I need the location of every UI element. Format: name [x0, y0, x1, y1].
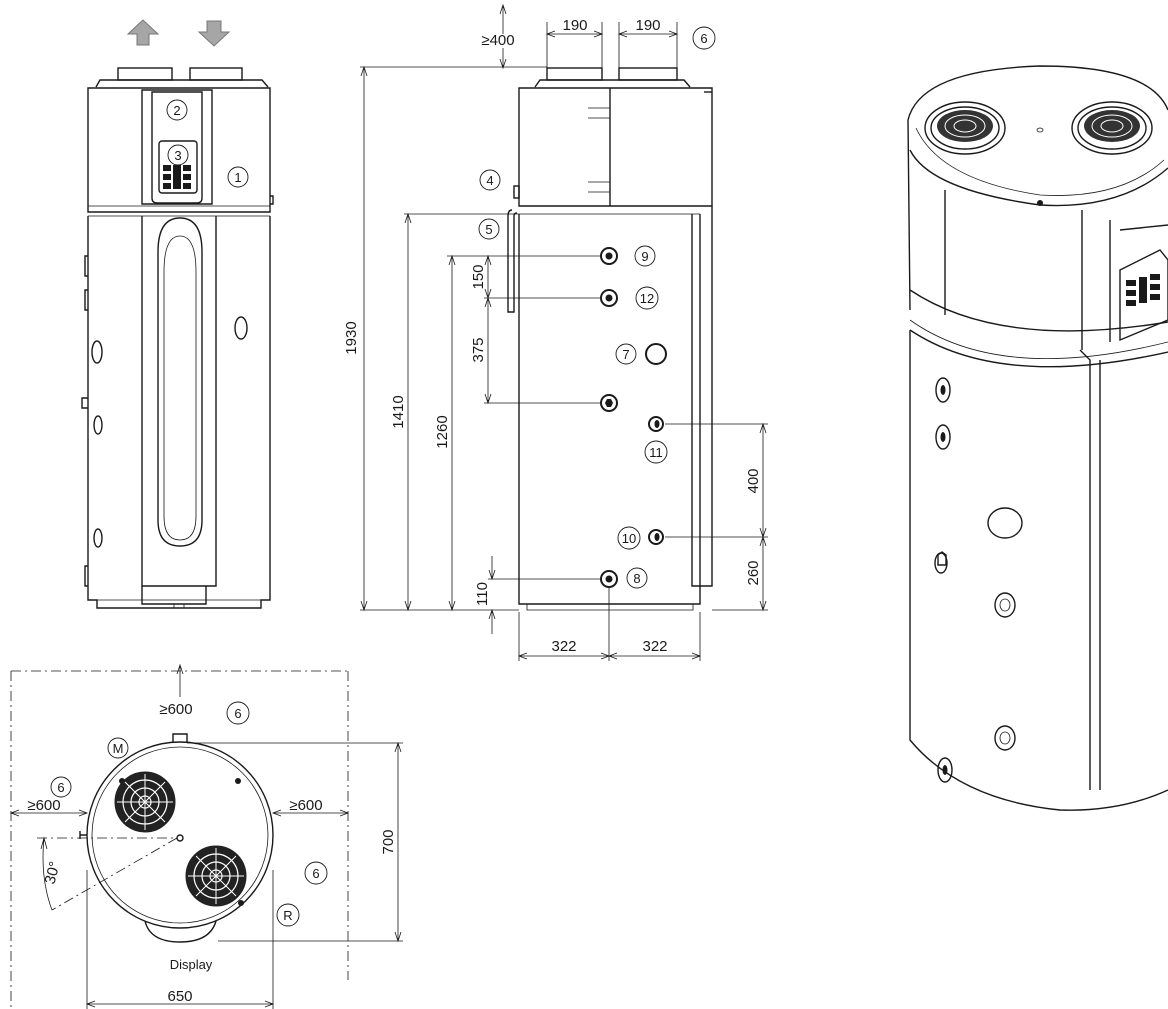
svg-text:2: 2 [173, 103, 180, 118]
svg-text:8: 8 [633, 571, 640, 586]
air-outlet-arrow-icon [126, 19, 160, 46]
air-inlet-arrow-icon [197, 20, 231, 47]
plan-fan-right [185, 845, 247, 907]
dim-322-right: 322 [642, 638, 667, 655]
callout-6-plan-top: 6 [226, 701, 250, 725]
iso-fan-left [924, 101, 1006, 155]
dim-right-clearance: ≥600 [289, 797, 322, 814]
svg-text:11: 11 [649, 445, 663, 460]
callout-5: 5 [478, 218, 500, 240]
plan-labels: ≥600 ≥600 ≥600 700 650 30° Display [27, 701, 397, 1005]
svg-text:M: M [113, 741, 124, 756]
callout-1: 1 [227, 166, 249, 188]
isometric-view [907, 65, 1168, 811]
svg-text:12: 12 [640, 291, 654, 306]
callout-7: 7 [615, 343, 637, 365]
fitting-10 [648, 529, 664, 545]
fitting-8 [600, 570, 618, 588]
front-view [81, 19, 274, 609]
svg-text:7: 7 [622, 347, 629, 362]
fitting-11 [648, 416, 664, 432]
dimension-labels-side: ≥400 190 190 1930 1410 1260 150 375 400 … [343, 17, 762, 655]
svg-text:1: 1 [234, 170, 241, 185]
dim-1260: 1260 [434, 415, 451, 448]
dim-650: 650 [167, 988, 192, 1005]
callout-3: 3 [167, 144, 189, 166]
svg-text:6: 6 [234, 706, 241, 721]
svg-text:6: 6 [312, 866, 319, 881]
svg-text:4: 4 [486, 173, 493, 188]
side-dimensions [360, 3, 768, 661]
dim-150: 150 [470, 264, 487, 289]
callout-6-plan-left: 6 [50, 776, 72, 798]
dim-260: 260 [745, 560, 762, 585]
dim-190-right: 190 [635, 17, 660, 34]
display-label: Display [170, 957, 213, 972]
callout-2: 2 [166, 99, 188, 121]
callout-12: 12 [635, 286, 659, 310]
svg-text:9: 9 [641, 249, 648, 264]
callout-R: R [276, 903, 300, 927]
plan-fan-left [114, 771, 176, 833]
fitting-9 [600, 247, 618, 265]
dim-1930: 1930 [343, 321, 360, 354]
callout-6-top: 6 [692, 26, 716, 50]
dim-322-left: 322 [551, 638, 576, 655]
dim-700: 700 [380, 829, 397, 854]
iso-control-keypad-icon [1119, 249, 1168, 342]
dim-1410: 1410 [390, 395, 407, 428]
svg-text:3: 3 [174, 148, 181, 163]
callout-8: 8 [626, 567, 648, 589]
svg-text:6: 6 [57, 780, 64, 795]
callout-M: M [107, 737, 129, 759]
callout-9: 9 [634, 245, 656, 267]
dim-left-clearance: ≥600 [27, 797, 60, 814]
svg-text:5: 5 [485, 222, 492, 237]
callout-4: 4 [479, 169, 501, 191]
dim-110: 110 [474, 582, 491, 606]
dim-front-clearance: ≥600 [159, 701, 192, 718]
svg-text:6: 6 [700, 31, 707, 46]
dim-400: 400 [745, 468, 762, 493]
fitting-12 [600, 289, 618, 307]
dim-top-clearance: ≥400 [481, 32, 514, 49]
dim-375: 375 [470, 337, 487, 362]
plan-view [9, 663, 403, 1009]
dim-190-left: 190 [562, 17, 587, 34]
svg-text:R: R [283, 908, 292, 923]
callout-6-plan-right: 6 [304, 861, 328, 885]
callout-11: 11 [644, 440, 668, 464]
callout-10: 10 [617, 526, 641, 550]
side-view [507, 67, 713, 611]
dim-angle: 30° [42, 860, 64, 886]
fitting-sensor [600, 394, 618, 412]
svg-text:10: 10 [622, 531, 636, 546]
control-keypad-icon [163, 165, 191, 189]
iso-fan-right [1071, 101, 1153, 155]
